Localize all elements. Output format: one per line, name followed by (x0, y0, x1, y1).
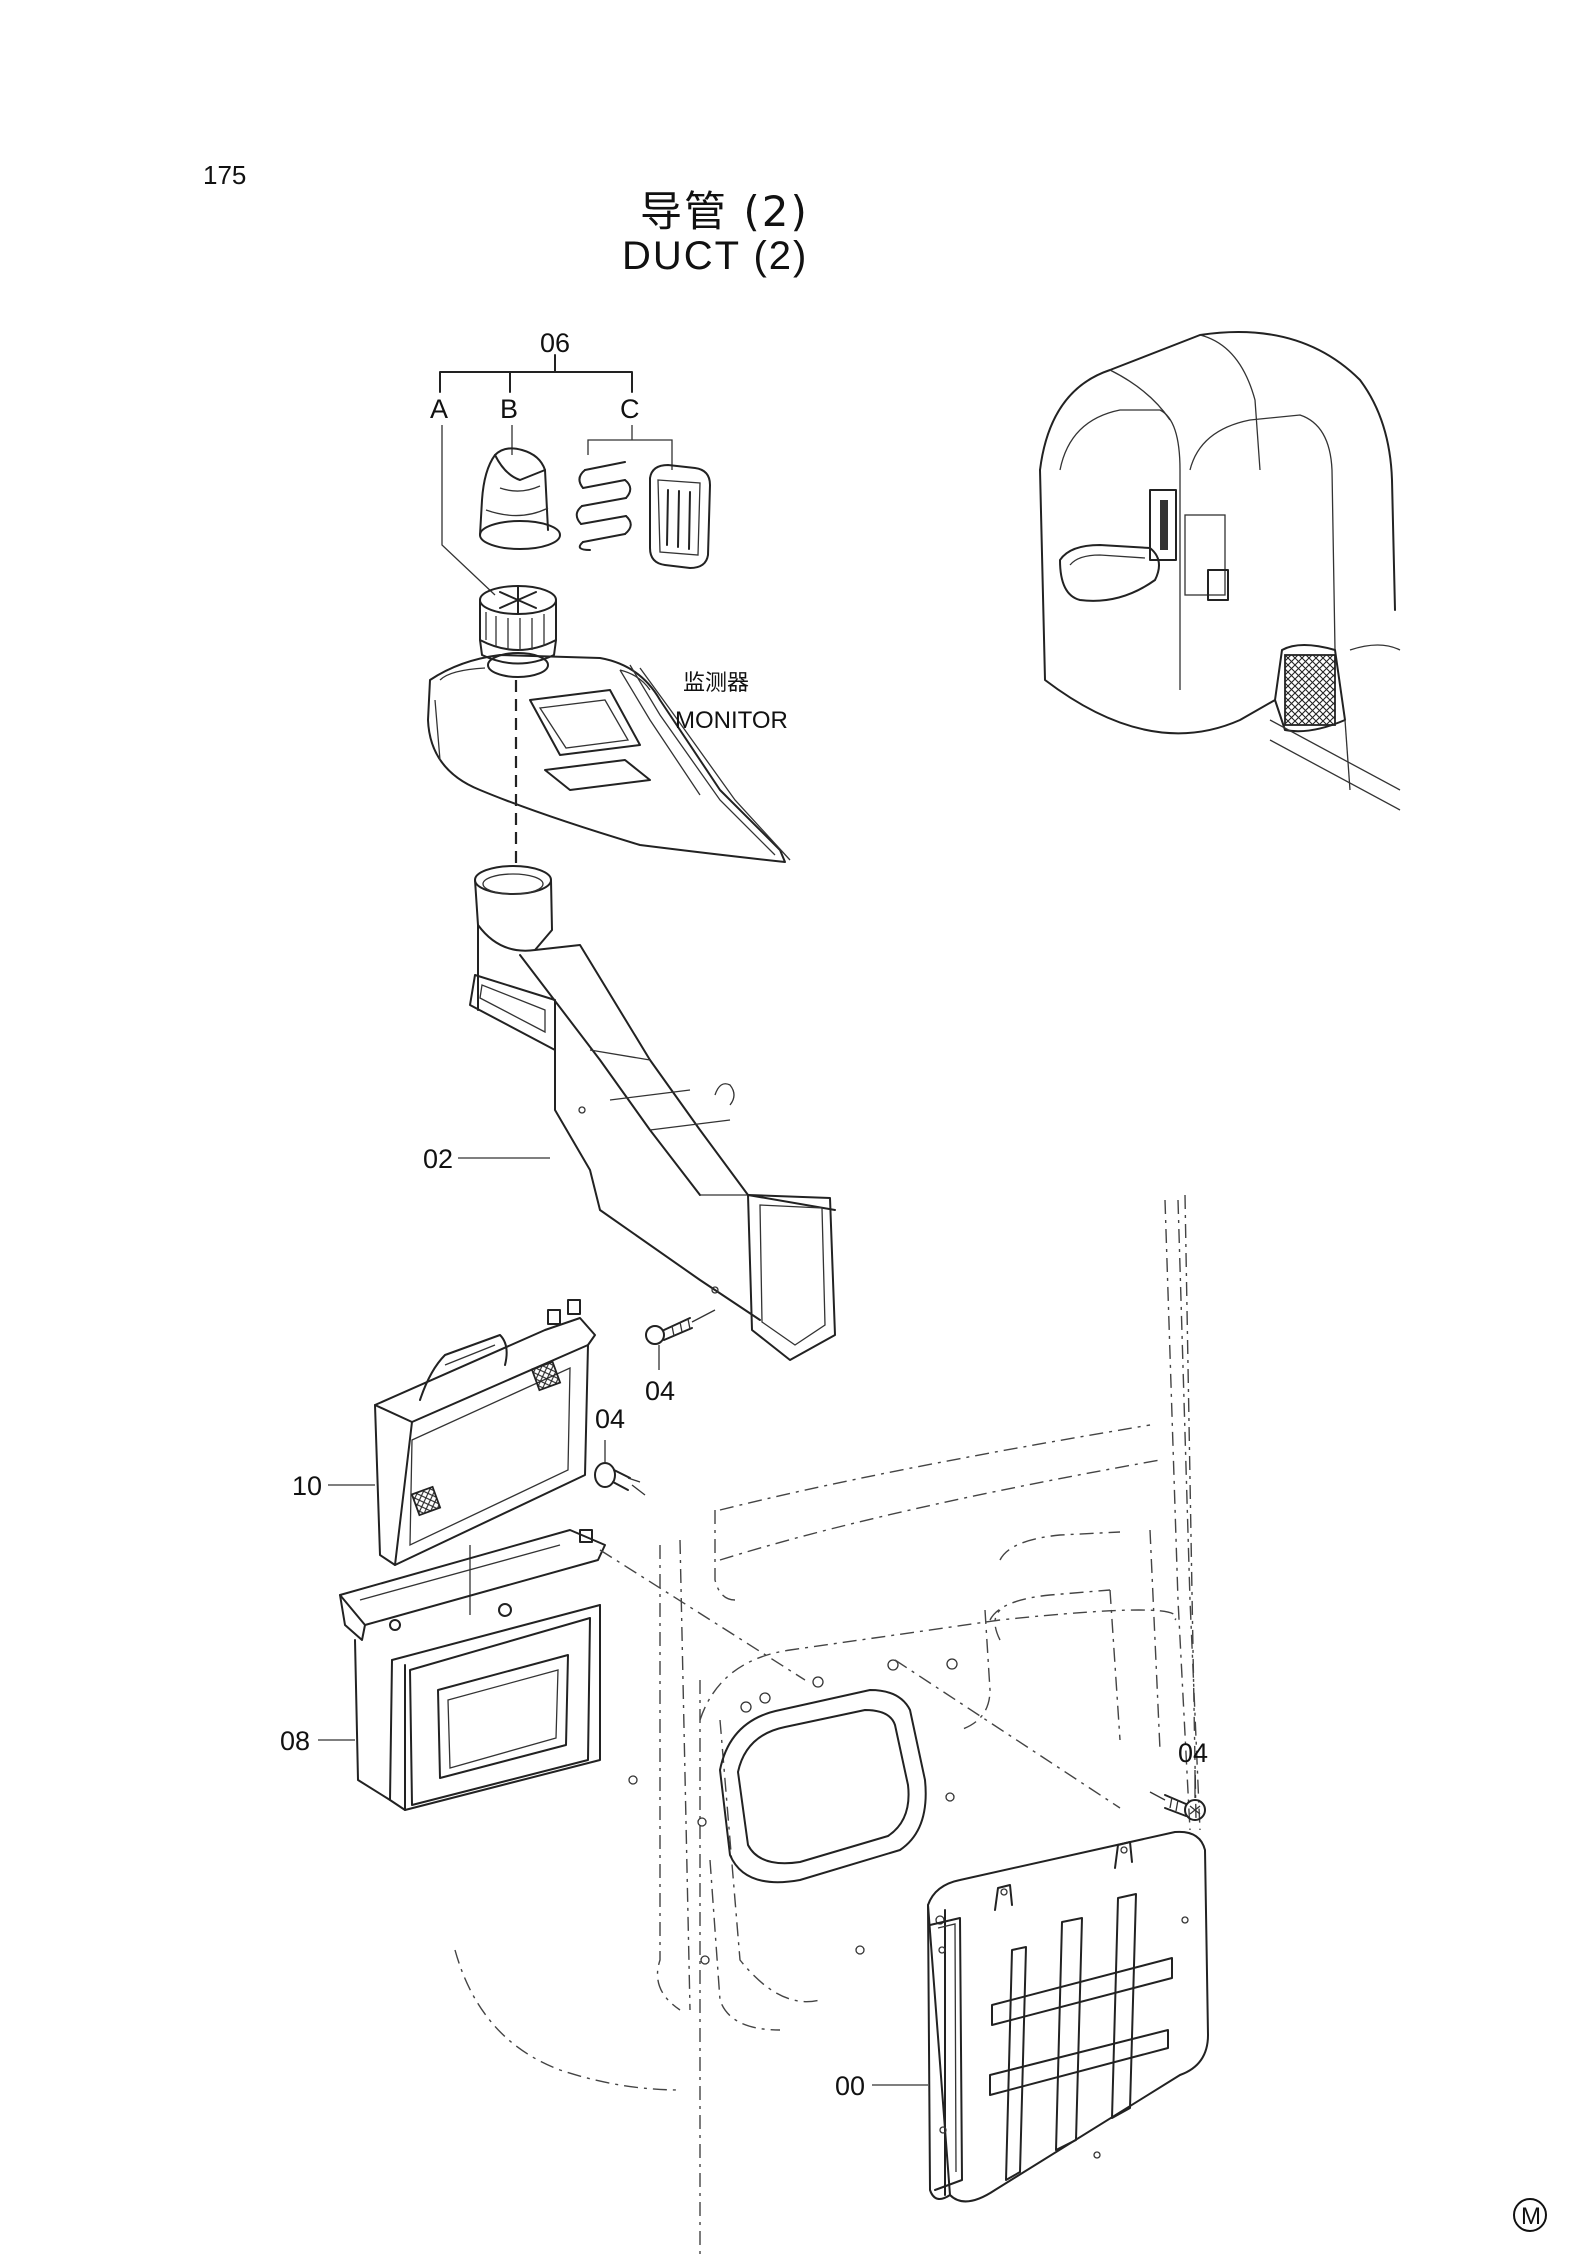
screw-04-right (1149, 1770, 1206, 1821)
title-chinese: 导管 (2) (640, 187, 809, 236)
filter-case-part-08 (339, 1529, 606, 1811)
callout-00: 00 (835, 2071, 865, 2101)
cab-rear-wall (454, 1194, 1201, 2259)
callout-c: C (620, 394, 640, 424)
callout-08: 08 (280, 1726, 310, 1756)
grille-part-c (649, 464, 711, 569)
callout-10: 10 (292, 1471, 322, 1501)
callout-04-right: 04 (1178, 1738, 1208, 1768)
callout-04-upper: 04 (645, 1376, 675, 1406)
corner-m-mark: M (1513, 2198, 1547, 2232)
page-number: 175 (203, 160, 247, 190)
screw-04-middle (594, 1440, 646, 1496)
duct-part-02 (469, 865, 836, 1361)
filter-part-10 (374, 1299, 596, 1566)
screw-04-upper (645, 1309, 716, 1370)
callout-a: A (430, 394, 448, 424)
callout-06: 06 (540, 328, 570, 358)
callout-02: 02 (423, 1144, 453, 1174)
monitor-label-english: MONITOR (675, 707, 788, 734)
assembly-06-bracket (439, 354, 633, 393)
nozzle-part-b (479, 447, 561, 550)
cover-part-00 (927, 1830, 1209, 2203)
callout-b: B (500, 394, 518, 424)
title-english: DUCT (2) (622, 234, 809, 278)
monitor-label-chinese: 监测器 (683, 670, 749, 695)
monitor-housing (427, 652, 791, 863)
cab-overview-illustration (1039, 331, 1401, 811)
corner-mark-letter: M (1521, 2203, 1541, 2230)
callout-04-middle: 04 (595, 1404, 625, 1434)
spring-part-c (575, 461, 632, 551)
round-vent-part-a (479, 585, 557, 665)
